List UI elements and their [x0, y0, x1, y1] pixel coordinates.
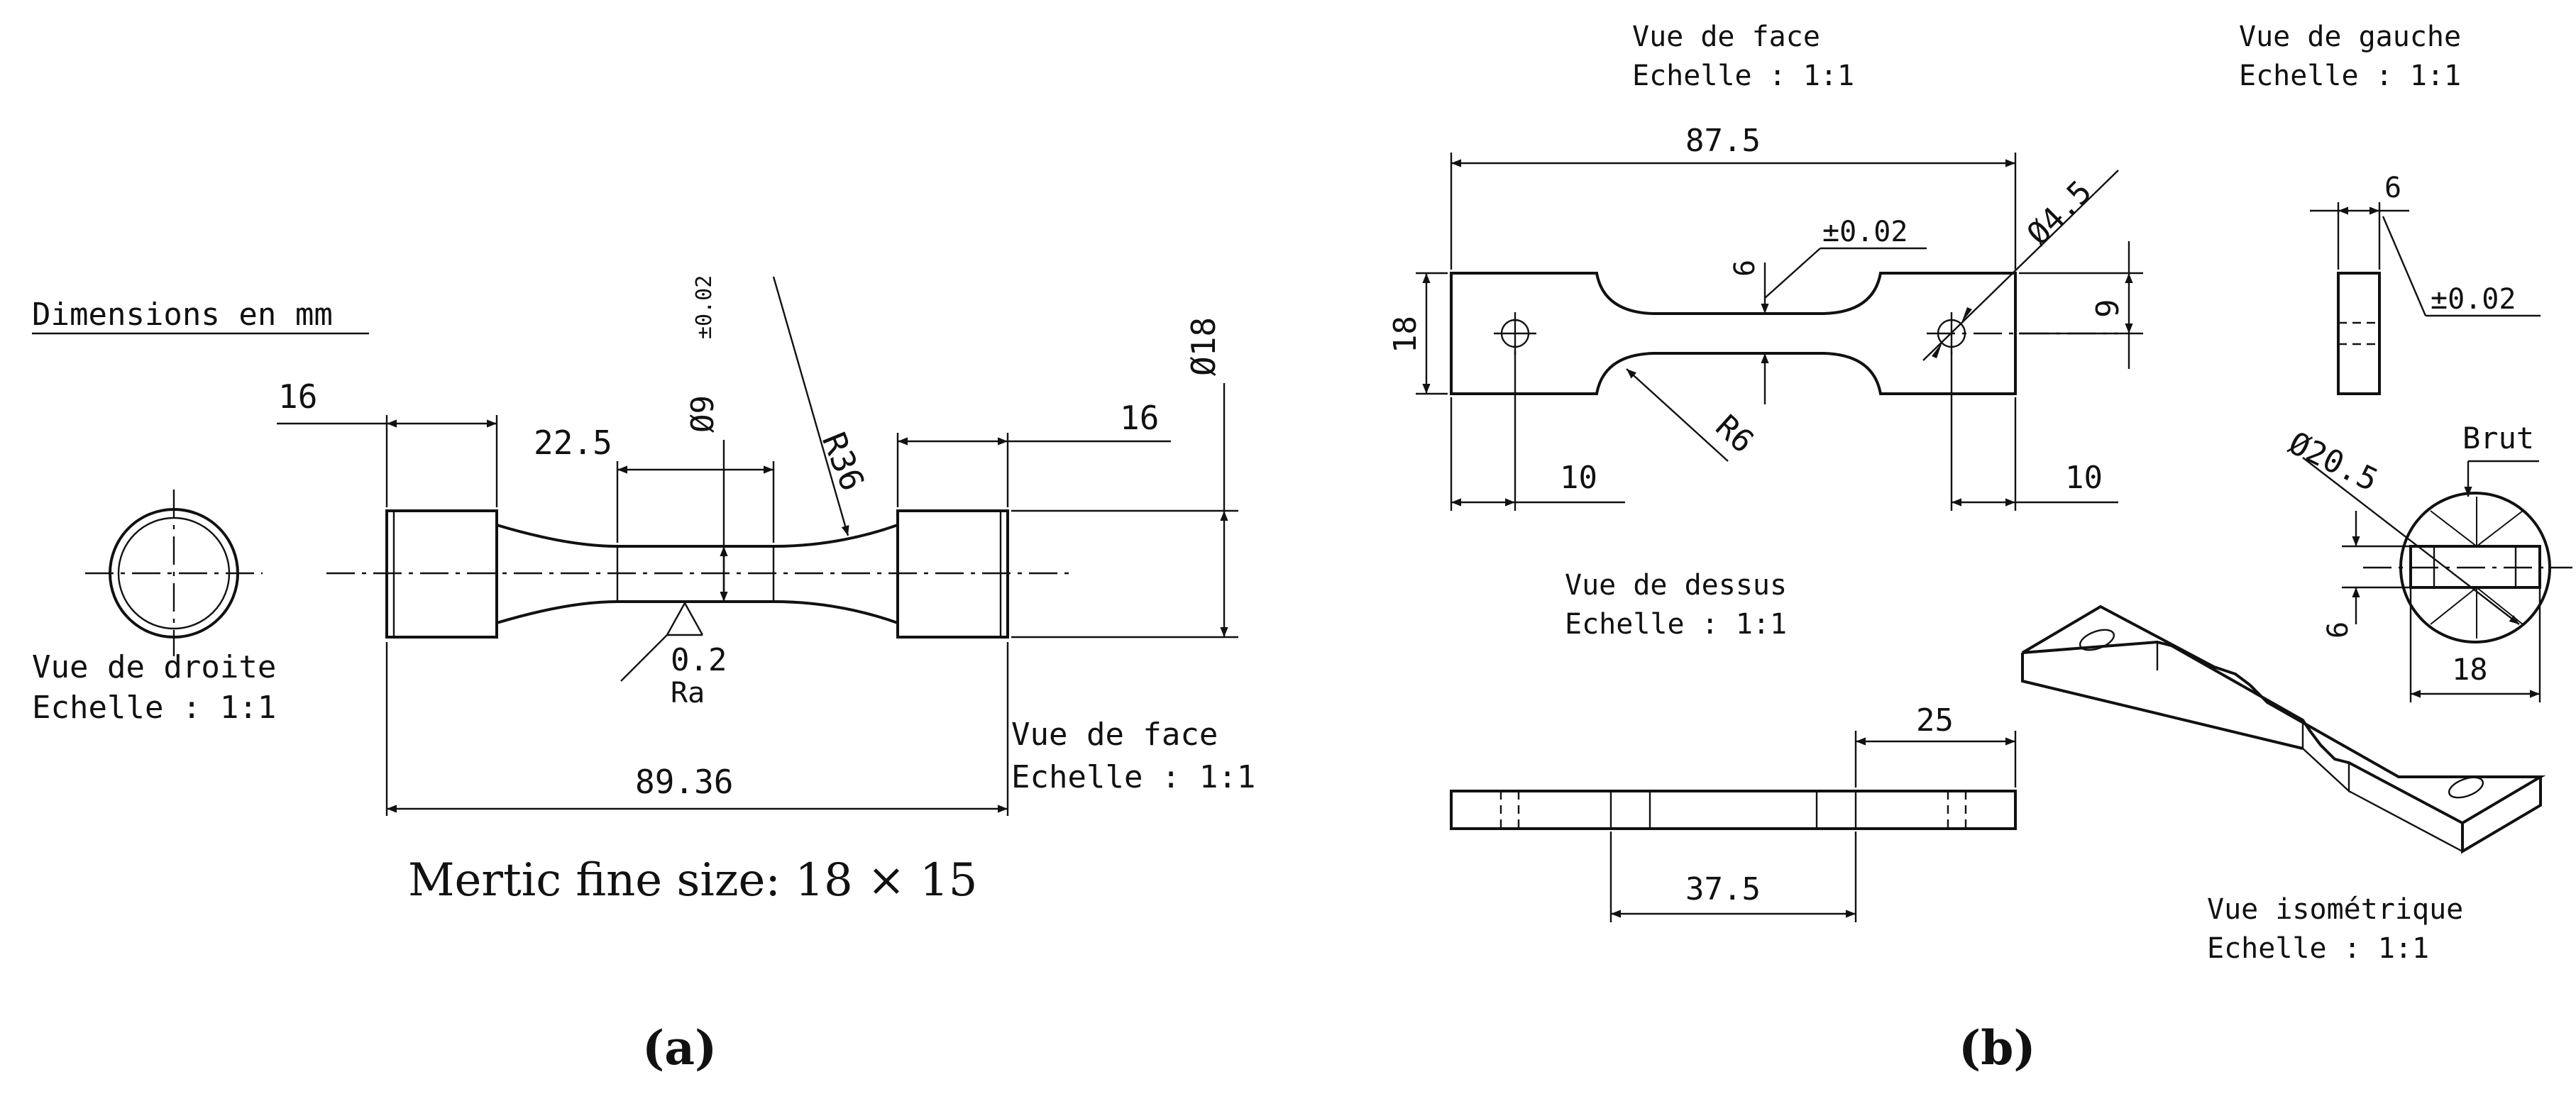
dim-text-thickness-tol-b: ±0.02	[2431, 283, 2516, 316]
dim-overall-a: 89.36	[385, 642, 1009, 816]
panel-a: Dimensions en mm Vue de droite Echelle :…	[32, 275, 1255, 1076]
front-view-title-a: Vue de face	[1011, 717, 1218, 753]
dim-right-offset-b: 10	[1950, 351, 2118, 511]
left-view-scale-b: Echelle : 1:1	[2239, 60, 2461, 92]
top-view-b	[1450, 790, 2017, 830]
iso-view-scale-b: Echelle : 1:1	[2207, 932, 2429, 965]
dim-hole-b: Ø4.5	[1922, 170, 2119, 361]
dim-text-top-span-b: 37.5	[1685, 871, 1761, 907]
dim-neck-b: 6 ±0.02	[1729, 216, 1927, 404]
panel-label-b: (b)	[1959, 1020, 2036, 1076]
dim-grip-left-a: 16	[277, 377, 498, 507]
isometric-view-b	[2021, 604, 2546, 854]
dim-text-radius: R36	[815, 427, 872, 496]
dim-tab-b: 9	[2019, 241, 2143, 369]
dim-text-gauge-tol: ±0.02	[692, 275, 717, 339]
dim-overall-b: 87.5	[1450, 123, 2017, 270]
dim-text-thickness-b: 6	[2384, 172, 2401, 204]
right-view-title: Vue de droite	[32, 649, 276, 685]
dim-text-neck-tol-b: ±0.02	[1822, 216, 1908, 248]
dim-text-stock-thk-b: 6	[2322, 621, 2355, 639]
dim-text-tab-b: 9	[2090, 299, 2126, 319]
left-view-b: 6 ±0.02	[2310, 172, 2541, 395]
right-view-scale: Echelle : 1:1	[32, 690, 276, 726]
dim-text-gauge-length: 22.5	[534, 424, 612, 462]
front-view-scale-a: Echelle : 1:1	[1011, 759, 1255, 795]
panel-b: Vue de face Echelle : 1:1 Vue de gauche …	[1387, 21, 2572, 1076]
dim-grip-right-a: 16	[896, 399, 1171, 507]
dim-text-height-b: 18	[1387, 316, 1424, 353]
right-view-a: Vue de droite Echelle : 1:1	[32, 490, 276, 726]
dim-fillet-b: R6	[1626, 368, 1761, 462]
roughness-value: 0.2	[671, 642, 727, 678]
panel-label-a: (a)	[642, 1020, 717, 1076]
dim-left-offset-b: 10	[1450, 351, 1625, 511]
dim-text-right-offset-b: 10	[2065, 460, 2103, 496]
dim-radius-a: R36	[772, 276, 872, 536]
size-note: Mertic fine size: 18 × 15	[408, 854, 978, 907]
front-view-b	[1450, 272, 2118, 395]
dim-text-grip-dia: Ø18	[1184, 317, 1223, 376]
dim-text-overall: 89.36	[635, 763, 733, 801]
dim-text-gauge-dia: Ø9	[685, 395, 721, 433]
iso-view-title-b: Vue isométrique	[2207, 893, 2463, 926]
top-view-scale-b: Echelle : 1:1	[1565, 608, 1787, 641]
units-note: Dimensions en mm	[32, 297, 333, 333]
roughness-symbol-a: 0.2 Ra	[620, 602, 727, 709]
stock-section-b: Ø20.5 Brut 6 18	[2283, 421, 2572, 702]
dim-top-offset-b: 25	[1854, 702, 2017, 788]
front-view-a	[326, 509, 1072, 639]
dim-text-stock-dia-b: Ø20.5	[2283, 425, 2383, 499]
dim-gauge-dia-a: Ø9 ±0.02	[685, 275, 728, 602]
dim-text-overall-b: 87.5	[1685, 123, 1761, 159]
dim-gauge-length-a: 22.5	[534, 424, 775, 543]
dim-text-top-offset-b: 25	[1916, 702, 1954, 739]
dim-text-neck-b: 6	[1729, 260, 1761, 277]
left-view-title-b: Vue de gauche	[2239, 21, 2461, 53]
dim-text-hole-b: Ø4.5	[2020, 174, 2099, 253]
front-view-scale-b: Echelle : 1:1	[1632, 60, 1854, 92]
dim-text-stock-width-b: 18	[2452, 652, 2488, 687]
top-view-title-b: Vue de dessus	[1565, 569, 1787, 602]
dim-top-span-b: 37.5	[1609, 831, 1857, 922]
stock-label-b: Brut	[2462, 421, 2534, 455]
dim-text-left-offset-b: 10	[1560, 460, 1597, 496]
dim-text-fillet-b: R6	[1709, 408, 1761, 460]
dim-text-grip-left: 16	[278, 377, 317, 416]
front-view-title-b: Vue de face	[1632, 21, 1820, 53]
dim-grip-dia-a: Ø18	[1011, 317, 1238, 639]
dim-text-grip-right: 16	[1120, 399, 1159, 437]
roughness-label: Ra	[671, 677, 705, 709]
dim-height-b: 18	[1387, 272, 1448, 395]
